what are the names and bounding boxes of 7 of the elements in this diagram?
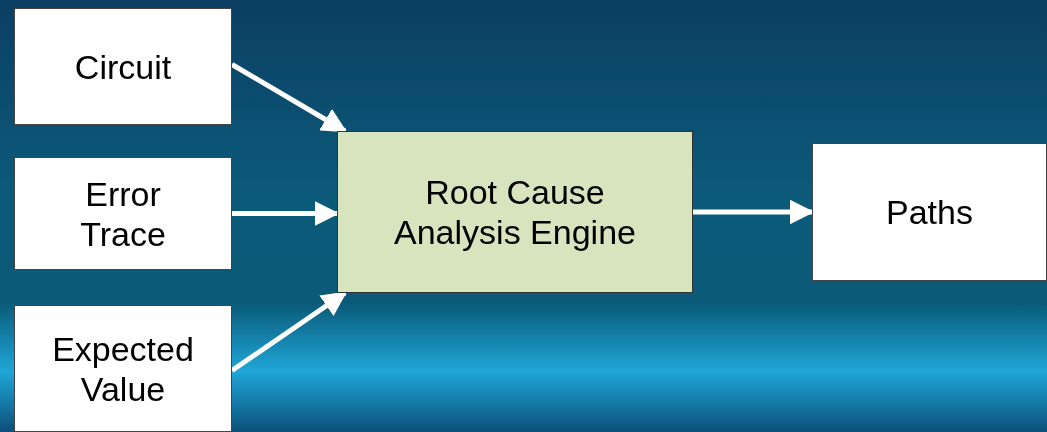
data-box: Expected Value xyxy=(14,305,232,432)
data-box: Error Trace xyxy=(14,157,232,270)
data-box: Circuit xyxy=(14,8,232,125)
process-box: Root Cause Analysis Engine xyxy=(337,131,693,293)
data-box: Paths xyxy=(812,143,1047,281)
arrow xyxy=(230,290,348,373)
arrow xyxy=(230,62,348,134)
